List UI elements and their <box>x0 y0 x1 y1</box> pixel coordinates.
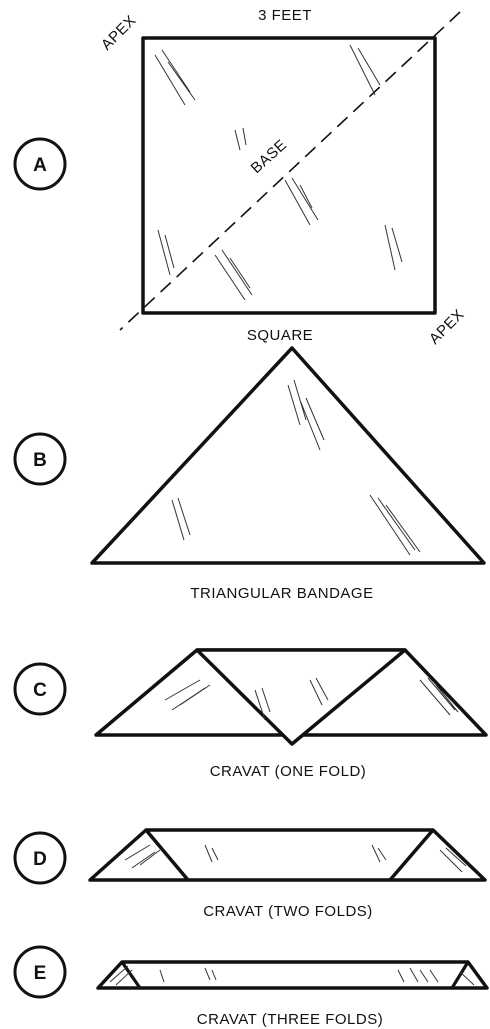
cravat-one-fold-caption: CRAVAT (ONE FOLD) <box>210 763 367 780</box>
cravat-two-folds <box>90 830 485 880</box>
cravat-one-fold <box>96 650 486 744</box>
square-bandage <box>143 38 435 313</box>
figure-c-badge: C <box>15 664 65 714</box>
figure-e: E CRAVAT (THREE FOLDS) <box>15 947 487 1028</box>
figure-a: A 3 FEET APEX BASE SQUARE APEX <box>15 7 468 348</box>
figure-d-badge: D <box>15 833 65 883</box>
square-caption: SQUARE <box>247 327 313 344</box>
cravat-two-folds-caption: CRAVAT (TWO FOLDS) <box>203 903 373 920</box>
cravat-three-folds <box>98 962 487 988</box>
figure-a-badge: A <box>15 139 65 189</box>
square-size-label: 3 FEET <box>258 7 312 24</box>
cravat-three-folds-caption: CRAVAT (THREE FOLDS) <box>197 1011 383 1028</box>
figure-e-letter: E <box>34 963 47 984</box>
apex-label-top: APEX <box>98 12 140 54</box>
figure-b: B TRIANGULAR BANDAGE <box>15 348 484 602</box>
triangular-bandage <box>92 348 484 563</box>
figure-c-letter: C <box>33 680 47 701</box>
figure-c: C CRAVAT (ONE FOLD) <box>15 650 486 780</box>
figure-b-letter: B <box>33 450 47 471</box>
figure-e-badge: E <box>15 947 65 997</box>
figure-b-badge: B <box>15 434 65 484</box>
figure-a-letter: A <box>33 155 47 176</box>
figure-d-letter: D <box>33 849 47 870</box>
figure-d: D CRAVAT (TWO FOLDS) <box>15 830 485 920</box>
triangular-bandage-caption: TRIANGULAR BANDAGE <box>190 585 373 602</box>
